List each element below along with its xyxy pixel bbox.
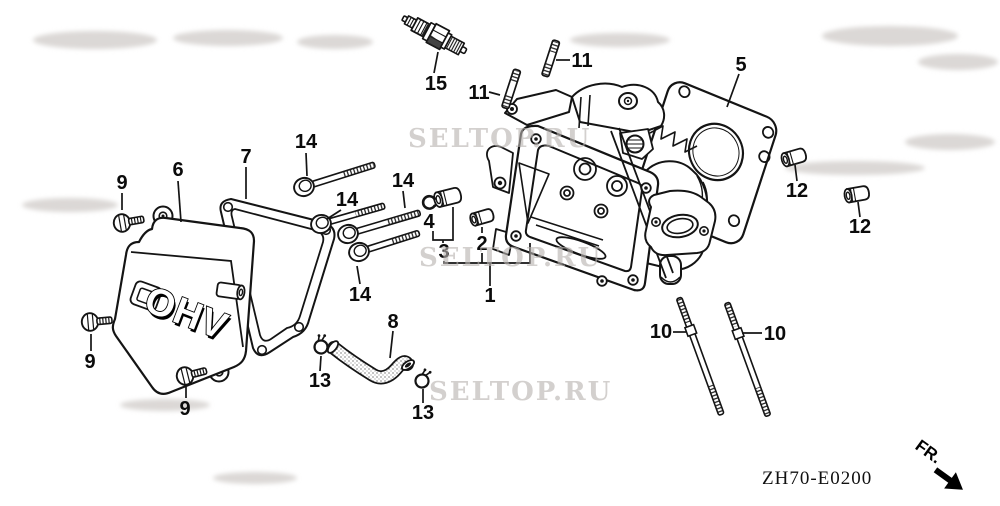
- callout-14-c: 14: [392, 170, 415, 192]
- front-arrow-icon: [933, 467, 963, 490]
- callout-9-a: 9: [116, 172, 127, 194]
- part-stud-11-b: [541, 39, 561, 78]
- scan-noise: [22, 26, 998, 484]
- part-bolt-14-b: [310, 202, 386, 235]
- callout-12-b: 12: [849, 216, 871, 238]
- front-direction-marker: FR.: [912, 436, 963, 490]
- part-cylinder-head: [486, 82, 717, 292]
- callout-14-b: 14: [336, 189, 359, 211]
- part-bolt-9-b: [80, 312, 113, 332]
- callout-8: 8: [387, 311, 398, 333]
- part-valve-cover: OHV OHV: [111, 205, 256, 395]
- part-stud-10-b: [724, 301, 771, 417]
- callout-9-b: 9: [84, 351, 95, 373]
- callout-15: 15: [425, 73, 447, 95]
- watermark-1: SELTOP.RU: [408, 124, 591, 154]
- part-bolt-14-a: [293, 161, 376, 198]
- callout-14-a: 14: [295, 131, 318, 153]
- part-bolt-14-c: [337, 209, 422, 245]
- callout-10-b: 10: [764, 323, 786, 345]
- watermark-2: SELTOP.RU: [419, 243, 602, 273]
- callout-13-a: 13: [309, 370, 331, 392]
- callout-9-c: 9: [179, 398, 190, 420]
- part-dowel-pin-12-b: [843, 185, 870, 204]
- part-dowel-pin-12-a: [780, 147, 807, 168]
- leader-lines: [90, 51, 861, 403]
- part-breather-tube: [326, 340, 415, 385]
- callout-10-a: 10: [650, 321, 672, 343]
- callout-13-b: 13: [412, 402, 434, 424]
- callout-11-b: 11: [571, 50, 592, 72]
- watermark-3: SELTOP.RU: [429, 377, 612, 407]
- callout-6: 6: [172, 159, 183, 181]
- part-clip-4: [421, 194, 437, 210]
- part-bolt-14-d: [348, 229, 421, 263]
- callout-5: 5: [735, 54, 746, 76]
- callout-2: 2: [476, 233, 487, 255]
- part-bolt-9-a: [112, 213, 145, 233]
- callout-1: 1: [484, 285, 495, 307]
- part-spark-plug: [401, 15, 468, 56]
- callout-7: 7: [240, 146, 251, 168]
- diagram-code: ZH70-E0200: [762, 468, 872, 489]
- callout-4: 4: [423, 211, 435, 233]
- part-stud-11-a: [501, 68, 522, 110]
- part-bolt-9-c: [175, 366, 208, 386]
- part-clip-13-b: [414, 368, 432, 389]
- front-direction-label: FR.: [912, 436, 945, 467]
- part-stud-10-a: [676, 296, 725, 416]
- callout-3: 3: [438, 241, 449, 263]
- callout-12-a: 12: [786, 180, 808, 202]
- part-plug-2: [469, 208, 495, 227]
- part-clip-13-a: [313, 334, 329, 355]
- part-pivot-3: [433, 186, 463, 209]
- callout-14-d: 14: [349, 284, 372, 306]
- callout-11-a: 11: [468, 82, 489, 104]
